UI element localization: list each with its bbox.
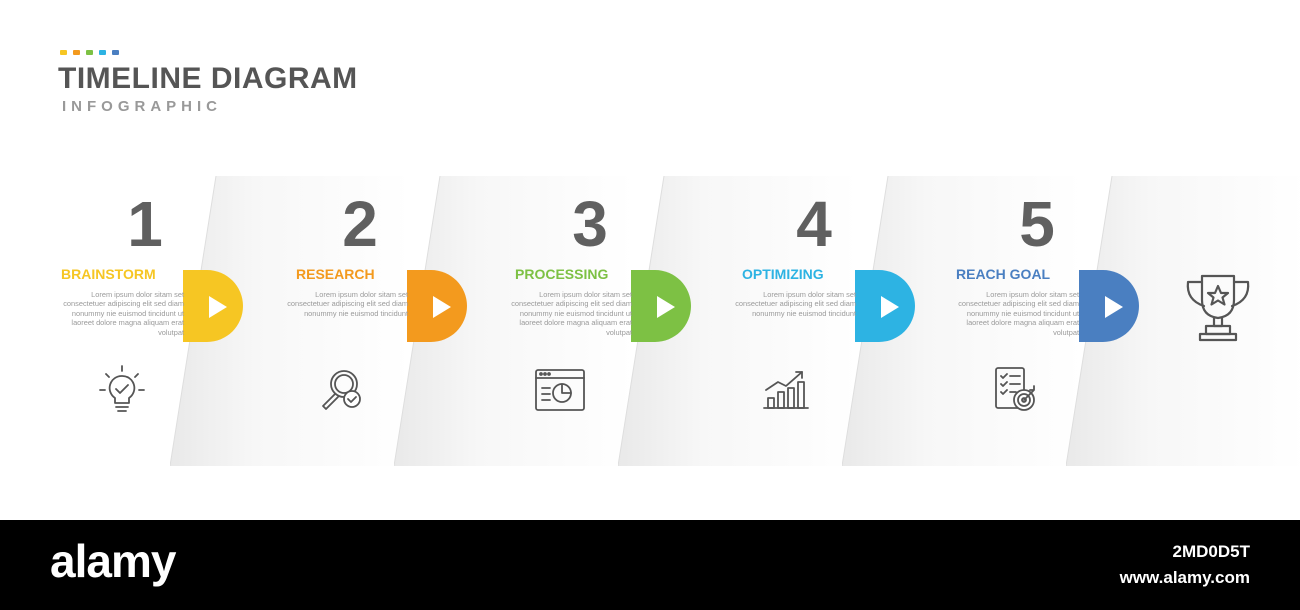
play-arrow-icon xyxy=(433,296,451,318)
step-description: Lorem ipsum dolor sitam set consectetuer… xyxy=(63,290,184,337)
step-description: Lorem ipsum dolor sitam set consectetuer… xyxy=(958,290,1079,337)
step-number: 5 xyxy=(1019,188,1055,260)
checklist-target-icon xyxy=(988,362,1044,418)
magnifier-check-icon xyxy=(314,362,370,418)
browser-chart-icon xyxy=(532,362,588,418)
color-dots xyxy=(60,50,119,55)
step-arrow-tab xyxy=(1079,270,1139,342)
stock-id: 2MD0D5T xyxy=(1172,542,1250,561)
play-arrow-icon xyxy=(209,296,227,318)
diagram-subtitle: INFOGRAPHIC xyxy=(62,98,222,115)
stock-url: www.alamy.com xyxy=(1119,568,1250,587)
color-dot xyxy=(73,50,80,55)
play-arrow-icon xyxy=(881,296,899,318)
step-arrow-tab xyxy=(183,270,243,342)
step-arrow-tab xyxy=(855,270,915,342)
step-description: Lorem ipsum dolor sitam set consectetuer… xyxy=(735,290,856,318)
step-label: OPTIMIZING xyxy=(742,266,824,282)
step-number: 4 xyxy=(796,188,832,260)
step-label: PROCESSING xyxy=(515,266,609,282)
step-label: BRAINSTORM xyxy=(61,266,156,282)
step-number: 3 xyxy=(572,188,608,260)
step-number: 2 xyxy=(342,188,378,260)
step-number: 1 xyxy=(127,188,163,260)
lightbulb-check-icon xyxy=(94,362,150,418)
trophy-icon xyxy=(1178,266,1258,346)
step-description: Lorem ipsum dolor sitam set consectetuer… xyxy=(287,290,408,318)
play-arrow-icon xyxy=(1105,296,1123,318)
watermark-footer: alamy 2MD0D5T www.alamy.com xyxy=(0,520,1300,610)
brand-logo: alamy xyxy=(50,535,176,587)
step-arrow-tab xyxy=(631,270,691,342)
color-dot xyxy=(86,50,93,55)
color-dot xyxy=(60,50,67,55)
step-label: RESEARCH xyxy=(296,266,375,282)
color-dot xyxy=(112,50,119,55)
play-arrow-icon xyxy=(657,296,675,318)
step-label: REACH GOAL xyxy=(956,266,1051,282)
step-description: Lorem ipsum dolor sitam set consectetuer… xyxy=(511,290,632,337)
step-arrow-tab xyxy=(407,270,467,342)
color-dot xyxy=(99,50,106,55)
growth-chart-icon xyxy=(758,362,814,418)
diagram-title: TIMELINE DIAGRAM xyxy=(58,62,358,95)
